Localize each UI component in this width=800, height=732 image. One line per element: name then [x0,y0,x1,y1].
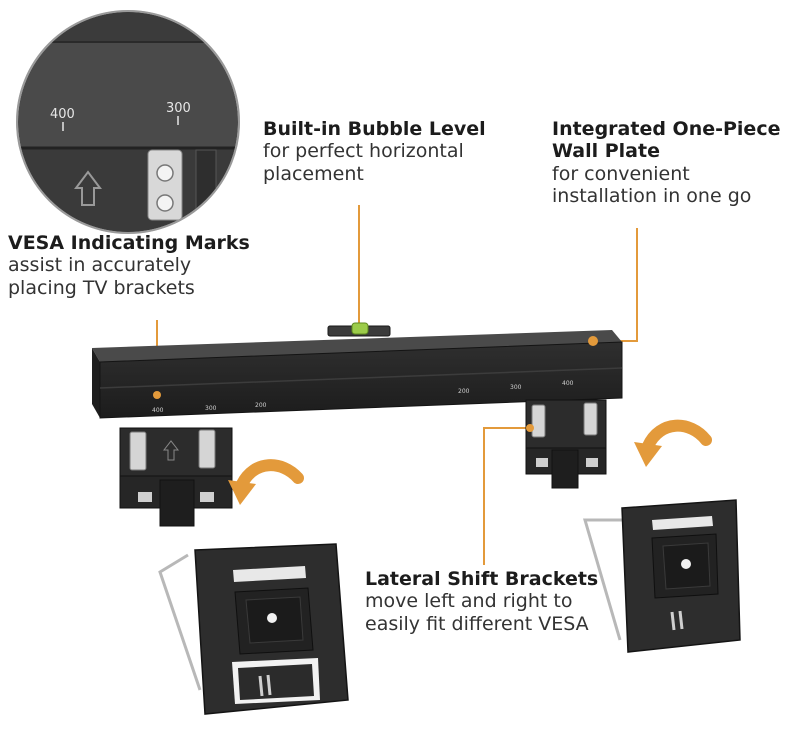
vesa-marks-marker-dot [153,391,161,399]
callout-wall-plate-line-2: installation in one go [552,185,752,208]
callout-vesa-marks-line-2: placing TV brackets [8,276,195,299]
plate-mark-label-right-200: 200 [458,388,470,395]
lateral-shift-bracket-right [525,399,607,489]
lateral-shift-marker-dot [526,424,534,432]
callout-vesa-marks-title: VESA Indicating Marks [8,232,250,254]
callout-wall-plate-title-1: Integrated One-Piece [552,118,781,140]
wall-plate-marker-dot [588,336,598,346]
callout-lateral-shift-line-2: easily fit different VESA [365,612,589,635]
bubble-level-icon [327,322,391,337]
callout-bubble-level-line-2: placement [263,162,364,185]
callout-wall-plate-title-2: Wall Plate [552,140,660,163]
callout-lateral-shift-title: Lateral Shift Brackets [365,568,599,590]
zoom-mark-label-300: 300 [166,101,191,116]
zoom-vesa-mark-300: 300 [166,101,191,125]
callout-lateral-shift-line-1: move left and right to [365,590,573,613]
plate-mark-label-right-300: 300 [510,384,522,391]
plate-mark-label-right-400: 400 [562,380,574,387]
leader-line-wall-plate [597,228,638,342]
callout-vesa-marks-line-1: assist in accurately [8,254,192,277]
detached-tv-bracket-left [158,543,349,715]
zoom-vesa-mark-400: 400 [50,107,75,131]
plate-mark-label-left-400: 400 [152,407,164,414]
rotate-arrow-icon [228,459,304,505]
up-arrow-icon [74,170,102,206]
lateral-shift-bracket-left [119,427,233,527]
callout-bubble-level-title: Built-in Bubble Level [263,118,486,140]
leader-line-lateral-shift [483,427,530,565]
zoom-mark-label-400: 400 [50,107,75,122]
callout-vesa-marks: VESA Indicating Marks assist in accurate… [8,232,268,299]
plate-mark-label-left-200: 200 [255,402,267,409]
callout-bubble-level: Built-in Bubble Level for perfect horizo… [263,118,513,185]
callout-wall-plate: Integrated One-Piece Wall Plate for conv… [552,118,792,208]
rotate-arrow-icon [634,419,712,467]
callout-wall-plate-line-1: for convenient [552,162,690,185]
detached-tv-bracket-right [583,499,741,653]
callout-bubble-level-line-1: for perfect horizontal [263,140,464,163]
plate-mark-label-left-300: 300 [205,405,217,412]
zoom-detail-circle: 400 300 [16,10,240,234]
vesa-marks-right: 200 300 400 [458,380,574,395]
wall-plate: 400 300 200 200 300 400 [92,322,623,419]
callout-lateral-shift: Lateral Shift Brackets move left and rig… [365,568,625,635]
vesa-marks-left: 400 300 200 [152,402,267,414]
